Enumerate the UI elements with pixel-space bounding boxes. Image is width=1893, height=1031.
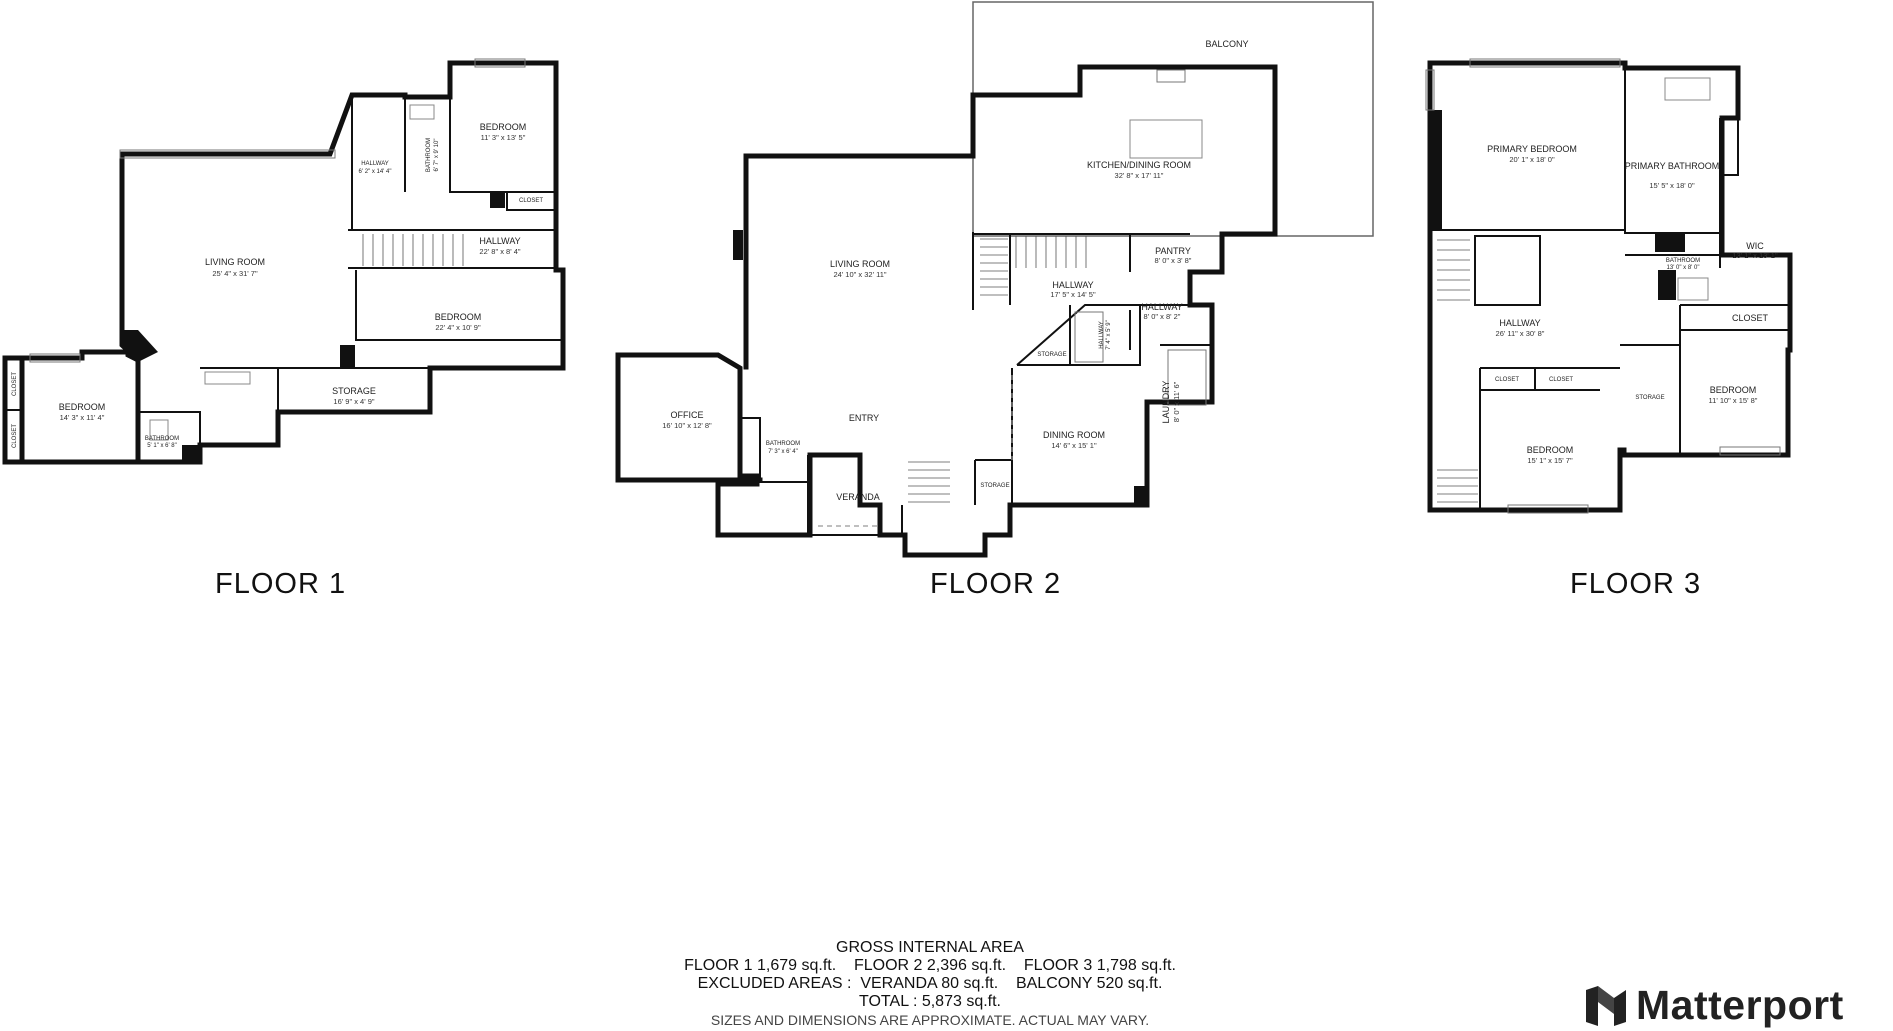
f2-bathroom-label: BATHROOM — [766, 441, 800, 447]
brand-logo: Matterport — [1584, 982, 1844, 1029]
f2-entry-label: ENTRY — [849, 413, 879, 423]
floor-2-plan: BALCONY KITCHEN/DINING ROOM 32' 8" x 17'… — [615, 1, 1374, 558]
f1-hallway-a-label: HALLWAY — [361, 161, 389, 167]
f2-hallway-b-label: HALLWAY — [1141, 302, 1182, 312]
f3-bathroom-label: BATHROOM — [1666, 258, 1700, 264]
f3-bedroom-a-label: BEDROOM — [1710, 385, 1757, 395]
f3-primary-bathroom-label: PRIMARY BATHROOM — [1625, 161, 1720, 171]
f1-storage-label: STORAGE — [332, 386, 376, 396]
f3-closet-a-label: CLOSET — [1732, 313, 1769, 323]
f1-bathroom-b-label: BATHROOM — [145, 436, 179, 442]
f1-closet-a-label: CLOSET — [519, 198, 543, 204]
summary-floor-areas: FLOOR 1 1,679 sq.ft. FLOOR 2 2,396 sq.ft… — [684, 957, 1176, 974]
f2-balcony-label: BALCONY — [1205, 39, 1248, 49]
f3-primary-bedroom-label: PRIMARY BEDROOM — [1487, 144, 1577, 154]
f1-closet-b-label: CLOSET — [12, 372, 18, 396]
f2-hallway-a-label: HALLWAY — [1052, 280, 1093, 290]
f2-veranda-label: VERANDA — [836, 492, 880, 502]
f3-wic-dim: 13' 1" x 13' 1" — [1732, 251, 1778, 260]
f1-bedroom-a-label: BEDROOM — [480, 122, 527, 132]
floor-1-plan: LIVING ROOM 25' 4" x 31' 7" HALLWAY 6' 2… — [2, 58, 566, 465]
f1-hallway-b-label: HALLWAY — [479, 236, 520, 246]
f3-closet-b-label: CLOSET — [1495, 377, 1519, 383]
f2-office-dim: 16' 10" x 12' 8" — [662, 421, 712, 430]
f3-hallway-dim: 26' 11" x 30' 8" — [1496, 329, 1545, 338]
f3-primary-bathroom-dim: 15' 5" x 18' 0" — [1649, 181, 1695, 190]
f2-office-label: OFFICE — [671, 410, 704, 420]
f2-storage-b-label: STORAGE — [980, 483, 1009, 489]
f3-storage-label: STORAGE — [1635, 395, 1664, 401]
f3-bathroom-dim: 13' 0" x 8' 0" — [1667, 265, 1700, 271]
f2-storage-a-label: STORAGE — [1037, 352, 1066, 358]
f1-storage-dim: 16' 9" x 4' 9" — [333, 397, 374, 406]
f1-bedroom-b-label: BEDROOM — [435, 312, 482, 322]
f1-bedroom-c-label: BEDROOM — [59, 402, 106, 412]
summary-total: TOTAL : 5,873 sq.ft. — [859, 993, 1001, 1010]
f2-living-room-dim: 24' 10" x 32' 11" — [833, 270, 886, 279]
f2-hallway-a-dim: 17' 5" x 14' 5" — [1050, 290, 1096, 299]
f2-kitchen-dim: 32' 8" x 17' 11" — [1115, 171, 1164, 180]
f2-dining-room-label: DINING ROOM — [1043, 430, 1105, 440]
f2-hallway-c-dim: 7' 4" x 5' 9" — [1106, 320, 1112, 350]
f3-bedroom-b-label: BEDROOM — [1527, 445, 1574, 455]
f1-living-room-label: LIVING ROOM — [205, 257, 265, 267]
f1-hallway-b-dim: 22' 8" x 8' 4" — [479, 247, 520, 256]
f2-living-room-label: LIVING ROOM — [830, 259, 890, 269]
f3-bedroom-a-dim: 11' 10" x 15' 8" — [1709, 396, 1758, 405]
summary-excluded-areas: EXCLUDED AREAS : VERANDA 80 sq.ft. BALCO… — [697, 975, 1163, 992]
f3-wic-label: WIC — [1746, 241, 1764, 251]
f2-laundry-label: LAUNDRY — [1161, 381, 1171, 424]
floor-2-title: FLOOR 2 — [930, 568, 1062, 600]
f1-bedroom-c-dim: 14' 3" x 11' 4" — [60, 413, 105, 422]
f1-bathroom-b-dim: 5' 1" x 6' 8" — [147, 443, 177, 449]
f1-living-room-dim: 25' 4" x 31' 7" — [212, 269, 258, 278]
f2-pantry-label: PANTRY — [1155, 246, 1191, 256]
summary-disclaimer: SIZES AND DIMENSIONS ARE APPROXIMATE. AC… — [710, 1012, 1150, 1028]
floor-3-title: FLOOR 3 — [1570, 568, 1702, 600]
matterport-logo-icon — [1586, 985, 1626, 1026]
f2-laundry-dim: 8' 0" x 11' 6" — [1172, 381, 1181, 422]
f2-hallway-b-dim: 8' 0" x 8' 2" — [1144, 312, 1181, 321]
f2-pantry-dim: 8' 0" x 3' 8" — [1155, 256, 1192, 265]
f1-bathroom-a-label: BATHROOM — [426, 138, 432, 172]
summary-heading: GROSS INTERNAL AREA — [836, 939, 1024, 956]
f3-hallway-label: HALLWAY — [1499, 318, 1540, 328]
f1-bedroom-b-dim: 22' 4" x 10' 9" — [435, 323, 481, 332]
area-summary: GROSS INTERNAL AREA FLOOR 1 1,679 sq.ft.… — [580, 939, 1280, 1029]
floor-3-plan: PRIMARY BEDROOM 20' 1" x 18' 0" PRIMARY … — [1425, 58, 1793, 514]
floor-1-title: FLOOR 1 — [215, 568, 347, 600]
f3-primary-bedroom-dim: 20' 1" x 18' 0" — [1509, 155, 1555, 164]
f1-bedroom-a-dim: 11' 3" x 13' 5" — [481, 133, 526, 142]
f3-bedroom-b-dim: 15' 1" x 15' 7" — [1527, 456, 1573, 465]
f2-bathroom-dim: 7' 3" x 6' 4" — [768, 449, 798, 455]
f1-hallway-a-dim: 6' 2" x 14' 4" — [359, 169, 392, 175]
f1-bathroom-a-dim: 6' 7" x 9' 10" — [434, 139, 440, 172]
f2-kitchen-label: KITCHEN/DINING ROOM — [1087, 160, 1191, 170]
f2-balcony — [972, 1, 1374, 237]
brand-name: Matterport — [1636, 982, 1844, 1028]
f2-dining-room-dim: 14' 6" x 15' 1" — [1051, 441, 1097, 450]
f3-closet-c-label: CLOSET — [1549, 377, 1573, 383]
f1-closet-c-label: CLOSET — [12, 424, 18, 448]
f2-hallway-c-label: HALLWAY — [1099, 321, 1105, 349]
